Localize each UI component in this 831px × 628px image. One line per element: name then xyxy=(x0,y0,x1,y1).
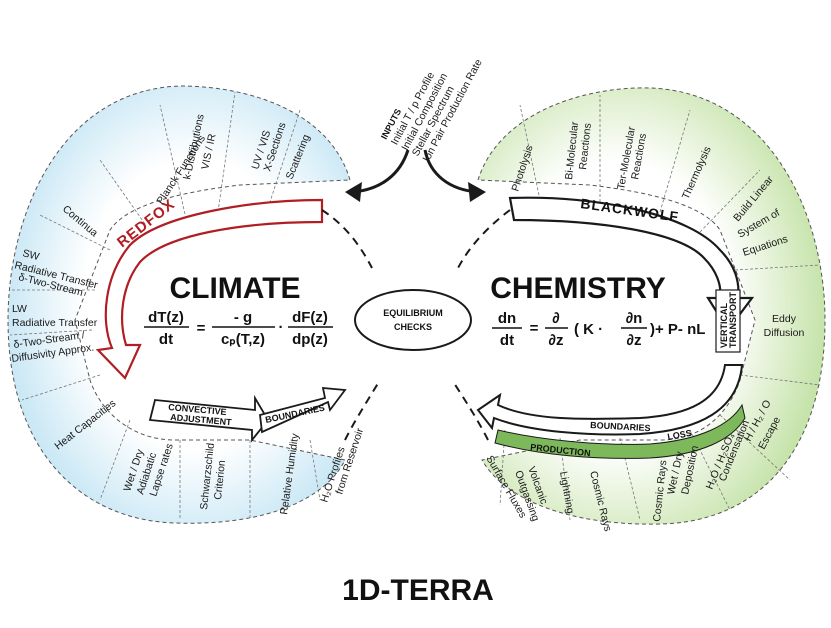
equilibrium-line-2: CHECKS xyxy=(394,322,432,332)
convective-arrow xyxy=(148,394,270,443)
chemistry-boundaries-label: BOUNDARIES xyxy=(590,420,651,433)
eq-g-num: - g xyxy=(234,309,252,326)
eq-dp-den: dp(z) xyxy=(292,331,328,348)
chemistry-equation: dn dt = ∂ ∂z ( K · ∂n ∂z )+ P- nL xyxy=(492,310,705,349)
chemistry-boundaries-arrow xyxy=(476,364,744,436)
redfox-arrow xyxy=(95,198,324,380)
eq-equals2: = xyxy=(530,320,539,337)
chemistry-title: CHEMISTRY xyxy=(490,272,666,305)
eq-dn-num: dn xyxy=(498,310,516,327)
eq-dz-den: ∂z xyxy=(627,332,642,349)
eddy-label-1: Eddy xyxy=(772,313,797,325)
lw-label-2: Radiative Transfer xyxy=(12,317,98,329)
sw-label-1: SW xyxy=(21,247,40,263)
page-title: 1D-TERRA xyxy=(342,574,494,607)
eq-partial: ∂ xyxy=(552,310,559,327)
eq-dF-num: dF(z) xyxy=(292,309,328,326)
eq-equals: = xyxy=(197,320,206,337)
eq-dt-den: dt xyxy=(159,331,173,348)
loss-label: LOSS xyxy=(667,428,693,442)
eq-dot: · xyxy=(279,319,284,336)
vertical-transport-box xyxy=(715,289,741,353)
bimolecular-label-2: Reactions xyxy=(577,123,594,171)
eq-dT-num: dT(z) xyxy=(148,309,184,326)
eddy-label-2: Diffusion xyxy=(764,327,805,339)
climate-title: CLIMATE xyxy=(169,272,300,305)
climate-equation: dT(z) dt = - g cₚ(T,z) · dF(z) dp(z) xyxy=(144,309,333,348)
input-arrow-right-head xyxy=(468,182,486,202)
input-arrow-left-head xyxy=(345,182,362,202)
equilibrium-line-1: EQUILIBRIUM xyxy=(383,308,443,318)
connector-lines xyxy=(321,209,511,441)
eq-open: ( K · xyxy=(574,321,603,338)
schwarzschild-label-2: Criterion xyxy=(212,459,228,500)
production-loss-band xyxy=(494,403,746,459)
lw-label-1: LW xyxy=(12,303,27,315)
eq-dt2-den: dt xyxy=(500,332,514,349)
eq-partial-z: ∂z xyxy=(549,332,564,349)
climate-ring xyxy=(7,85,351,524)
vertical-label-1: VERTICAL xyxy=(719,302,729,348)
climate-boundaries-arrow xyxy=(259,386,347,434)
equilibrium-ellipse xyxy=(354,289,472,351)
eq-tail: )+ P- nL xyxy=(650,321,705,338)
inputs-block: INPUTS Initial T / p Profile Initial Com… xyxy=(379,57,485,164)
eq-cp-den: cₚ(T,z) xyxy=(221,331,265,348)
vertical-label-2: TRANSPORT xyxy=(728,291,738,348)
eq-dn2-num: ∂n xyxy=(626,310,643,327)
